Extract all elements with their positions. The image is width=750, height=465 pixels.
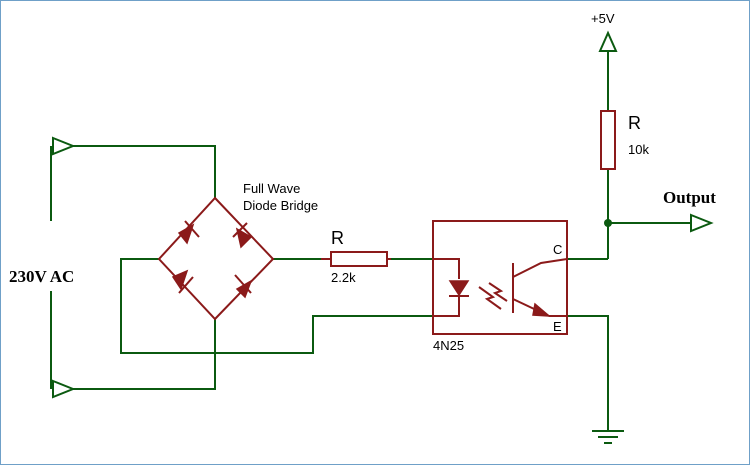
diode-top-left-bar <box>184 220 200 238</box>
transistor-collector-lead <box>512 258 568 278</box>
led-body <box>448 280 470 297</box>
led-cathode-lead <box>433 296 460 317</box>
diode-bottom-left-body <box>171 269 189 291</box>
led-anode-lead <box>433 258 460 279</box>
ac-source: 230V AC <box>9 136 76 399</box>
phototransistor <box>512 258 568 317</box>
diode-bottom-left <box>171 269 194 294</box>
output-arrow <box>690 213 714 233</box>
diode-top-left <box>177 220 200 245</box>
bridge-outline <box>157 196 275 321</box>
diode-bottom-left-bar <box>178 276 194 294</box>
wire-emitter-ground <box>567 315 609 431</box>
wire-ac-bottom <box>73 319 216 390</box>
wires <box>73 51 691 431</box>
optocoupler-4n25: C E 4N25 <box>432 220 568 353</box>
resistor-10k-value: 10k <box>628 142 649 157</box>
light-zigzag-2 <box>488 282 508 302</box>
resistor-2k2-value: 2.2k <box>331 270 356 285</box>
transistor-emitter-arrow <box>532 302 552 317</box>
diode-top-right <box>232 222 253 249</box>
pin-c-label: C <box>553 242 562 257</box>
resistor-2k2-name: R <box>331 228 344 248</box>
diode-top-left-body <box>177 223 195 245</box>
junction-dot <box>604 219 612 227</box>
wire-ac-top <box>73 145 216 198</box>
resistor-10k-body <box>600 110 616 170</box>
diode-bottom-right-bar <box>234 274 252 294</box>
resistor-2k2-body <box>330 251 388 267</box>
ac-terminal-top-arrow <box>52 136 76 156</box>
diode-bottom-right <box>234 274 253 299</box>
diode-bridge: Full Wave Diode Bridge <box>157 181 318 321</box>
wire-bridge-negative <box>120 258 433 354</box>
output-terminal: Output <box>663 188 716 233</box>
vcc-supply: +5V <box>591 11 618 52</box>
output-label: Output <box>663 188 716 207</box>
optocoupler-led <box>433 258 470 317</box>
pin-e-label: E <box>553 319 562 334</box>
light-zigzag-1 <box>478 286 502 310</box>
optocoupler-package <box>432 220 568 335</box>
diode-top-right-body <box>235 227 253 249</box>
resistor-2k2: R 2.2k <box>321 228 391 285</box>
bridge-label-line2: Diode Bridge <box>243 198 318 213</box>
vcc-arrow <box>598 30 618 52</box>
diode-top-right-bar <box>232 222 248 238</box>
ac-terminal-bottom-arrow <box>52 379 76 399</box>
light-emission-icon <box>478 282 508 310</box>
resistor-10k-name: R <box>628 113 641 133</box>
resistor-10k: R 10k <box>600 110 649 170</box>
bridge-label-line1: Full Wave <box>243 181 300 196</box>
optocoupler-part-label: 4N25 <box>433 338 464 353</box>
vcc-label: +5V <box>591 11 615 26</box>
ground-symbol <box>592 430 624 444</box>
ac-source-label: 230V AC <box>9 267 74 286</box>
